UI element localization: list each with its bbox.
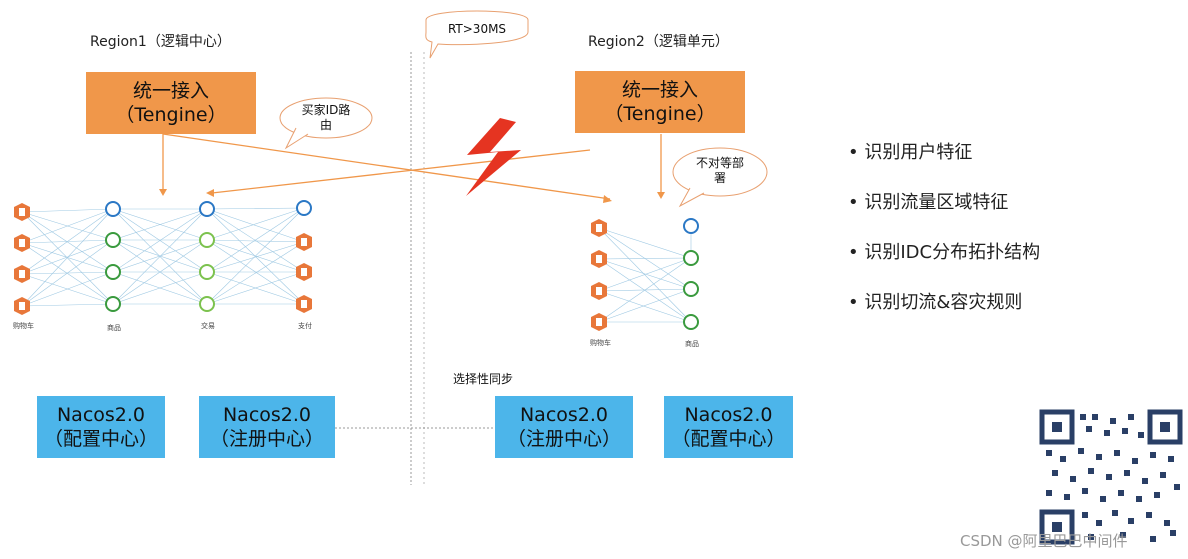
doc-icon-glyphs [19, 208, 602, 326]
feature-item: 识别流量区域特征 [848, 188, 1040, 214]
service-label: 商品 [685, 340, 699, 348]
service-label: 商品 [107, 324, 121, 332]
gateway-right-line2: （Tengine） [604, 103, 716, 125]
bubble-buyer-route-line2: 由 [319, 118, 332, 132]
feature-list: 识别用户特征 识别流量区域特征 识别IDC分布拓扑结构 识别切流&容灾规则 [848, 138, 1040, 338]
nacos-right-registry: Nacos2.0 （注册中心） [495, 396, 633, 458]
feature-item: 识别切流&容灾规则 [848, 288, 1040, 314]
service-label: 购物车 [13, 322, 34, 330]
region1-title: Region1（逻辑中心） [90, 34, 231, 50]
stop-icon [105, 232, 121, 248]
watermark: CSDN @阿里巴巴中间件 [960, 532, 1128, 550]
arrow-heads [159, 189, 665, 203]
stop-icon [105, 296, 121, 312]
nacos-left-config-line2: （配置中心） [43, 428, 158, 450]
stop-icon [199, 264, 215, 280]
stop-icon [683, 314, 699, 330]
bubble-outlines [279, 10, 768, 208]
latency-label: RT>30MS [447, 22, 507, 36]
nacos-right-registry-line1: Nacos2.0 [519, 404, 609, 426]
region2-title: Region2（逻辑单元） [588, 34, 729, 50]
stop-icons [105, 200, 699, 330]
stop-icon [199, 296, 215, 312]
service-label: 交易 [201, 322, 215, 330]
gateway-left-line2: （Tengine） [115, 104, 227, 126]
nacos-left-config-line1: Nacos2.0 [56, 404, 146, 426]
feature-item: 识别用户特征 [848, 138, 1040, 164]
stop-icon [296, 200, 312, 216]
service-mesh-left [21, 207, 305, 307]
stop-icon [683, 250, 699, 266]
bubble-not-equal-line1: 不对等部 [695, 156, 744, 170]
service-label: 购物车 [590, 339, 611, 347]
service-label: 支付 [298, 322, 312, 330]
nacos-left-config: Nacos2.0 （配置中心） [37, 396, 165, 458]
nacos-right-registry-line2: （注册中心） [506, 428, 621, 450]
stop-icon [199, 201, 215, 217]
stop-icon [683, 218, 699, 234]
bubble-not-equal: 不对等部 署 [680, 156, 760, 186]
service-mesh-right [598, 226, 692, 323]
gateway-left: 统一接入 （Tengine） [86, 72, 256, 134]
nacos-right-config-line2: （配置中心） [671, 428, 786, 450]
bubble-buyer-route: 买家ID路 由 [286, 103, 366, 133]
nacos-left-registry-line2: （注册中心） [209, 428, 324, 450]
gateway-right: 统一接入 （Tengine） [575, 71, 745, 133]
nacos-right-config-line1: Nacos2.0 [684, 404, 773, 426]
bubble-not-equal-line2: 署 [713, 171, 726, 185]
bubble-buyer-route-line1: 买家ID路 [301, 103, 351, 117]
nacos-right-config: Nacos2.0 （配置中心） [664, 396, 793, 458]
feature-item: 识别IDC分布拓扑结构 [848, 238, 1040, 264]
nacos-left-registry: Nacos2.0 （注册中心） [199, 396, 335, 458]
gateway-right-line1: 统一接入 [621, 79, 698, 101]
stop-icon [199, 232, 215, 248]
nacos-left-registry-line1: Nacos2.0 [222, 404, 312, 426]
doc-icons [14, 203, 607, 331]
routing-arrows [162, 133, 662, 200]
sync-label: 选择性同步 [453, 372, 514, 386]
qr-code-image [1039, 409, 1184, 546]
lightning-icon [466, 118, 521, 196]
stop-icon [105, 201, 121, 217]
gateway-left-line1: 统一接入 [132, 80, 209, 102]
stop-icon [105, 264, 121, 280]
stop-icon [683, 281, 699, 297]
